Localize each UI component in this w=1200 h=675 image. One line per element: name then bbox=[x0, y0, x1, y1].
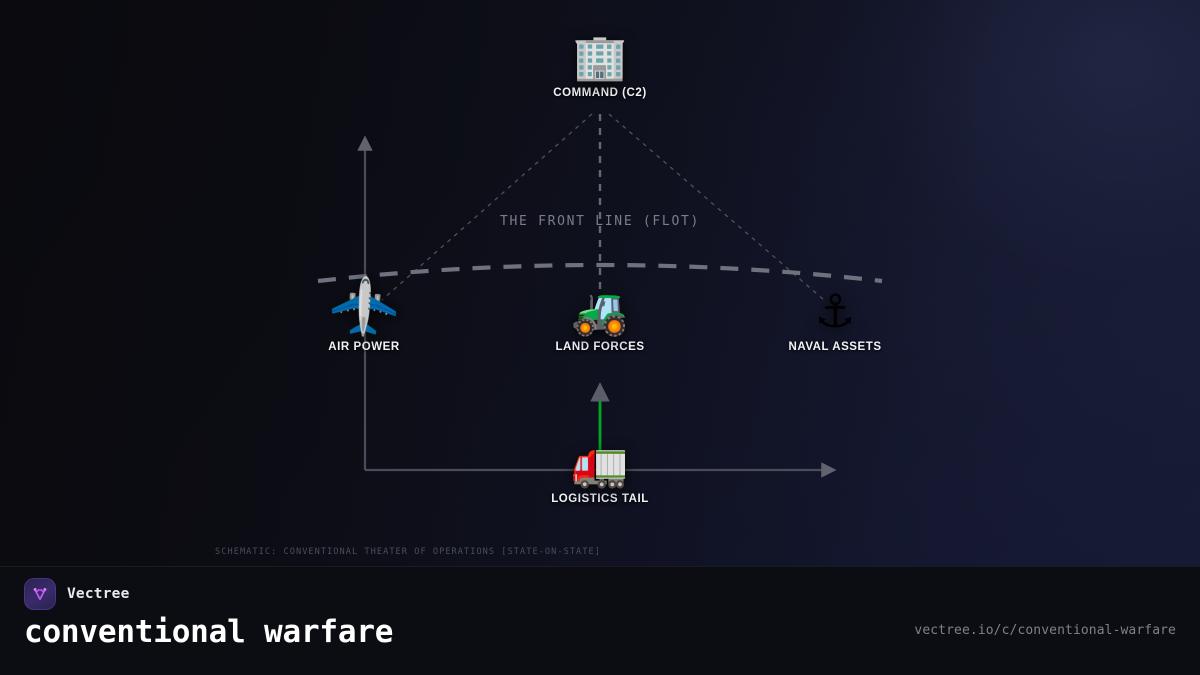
node-command-label: COMMAND (C2) bbox=[553, 87, 647, 99]
footer-bar: Vectree conventional warfare vectree.io/… bbox=[0, 566, 1200, 675]
office-building-icon: 🏢 bbox=[572, 32, 628, 83]
truck-icon: 🚛 bbox=[571, 436, 629, 490]
page-title: conventional warfare bbox=[24, 614, 394, 650]
brand-row[interactable]: Vectree bbox=[24, 578, 130, 610]
node-command[interactable]: 🏢 COMMAND (C2) bbox=[553, 32, 647, 100]
node-logistics-tail[interactable]: 🚛 LOGISTICS TAIL bbox=[551, 440, 649, 505]
vectree-mark-glyph bbox=[33, 588, 47, 601]
node-land-forces-label: LAND FORCES bbox=[555, 341, 645, 353]
c2-link-air bbox=[381, 113, 593, 301]
vectree-logo-icon bbox=[24, 578, 56, 610]
page-url[interactable]: vectree.io/c/conventional-warfare bbox=[914, 623, 1176, 638]
anchor-icon: ⚓ bbox=[814, 284, 856, 338]
tractor-icon: 🚜 bbox=[571, 284, 629, 338]
diagram-vector-layer bbox=[317, 113, 883, 478]
front-line-label: THE FRONT LINE (FLOT) bbox=[499, 214, 701, 229]
c2-link-naval bbox=[608, 113, 825, 301]
brand-name: Vectree bbox=[67, 586, 130, 602]
node-air-power-label: AIR POWER bbox=[328, 341, 400, 353]
node-air-power[interactable]: ✈️ AIR POWER bbox=[325, 272, 404, 353]
node-naval-assets-label: NAVAL ASSETS bbox=[788, 341, 882, 353]
diagram-caption: SCHEMATIC: CONVENTIONAL THEATER OF OPERA… bbox=[215, 547, 601, 557]
node-land-forces[interactable]: 🚜 LAND FORCES bbox=[555, 288, 644, 353]
node-logistics-tail-label: LOGISTICS TAIL bbox=[551, 493, 649, 505]
front-line-flot bbox=[317, 262, 883, 284]
diagram-canvas: 🏢 COMMAND (C2) ✈️ AIR POWER 🚜 LAND FORCE… bbox=[0, 0, 1200, 566]
node-naval-assets[interactable]: ⚓ NAVAL ASSETS bbox=[788, 288, 881, 353]
